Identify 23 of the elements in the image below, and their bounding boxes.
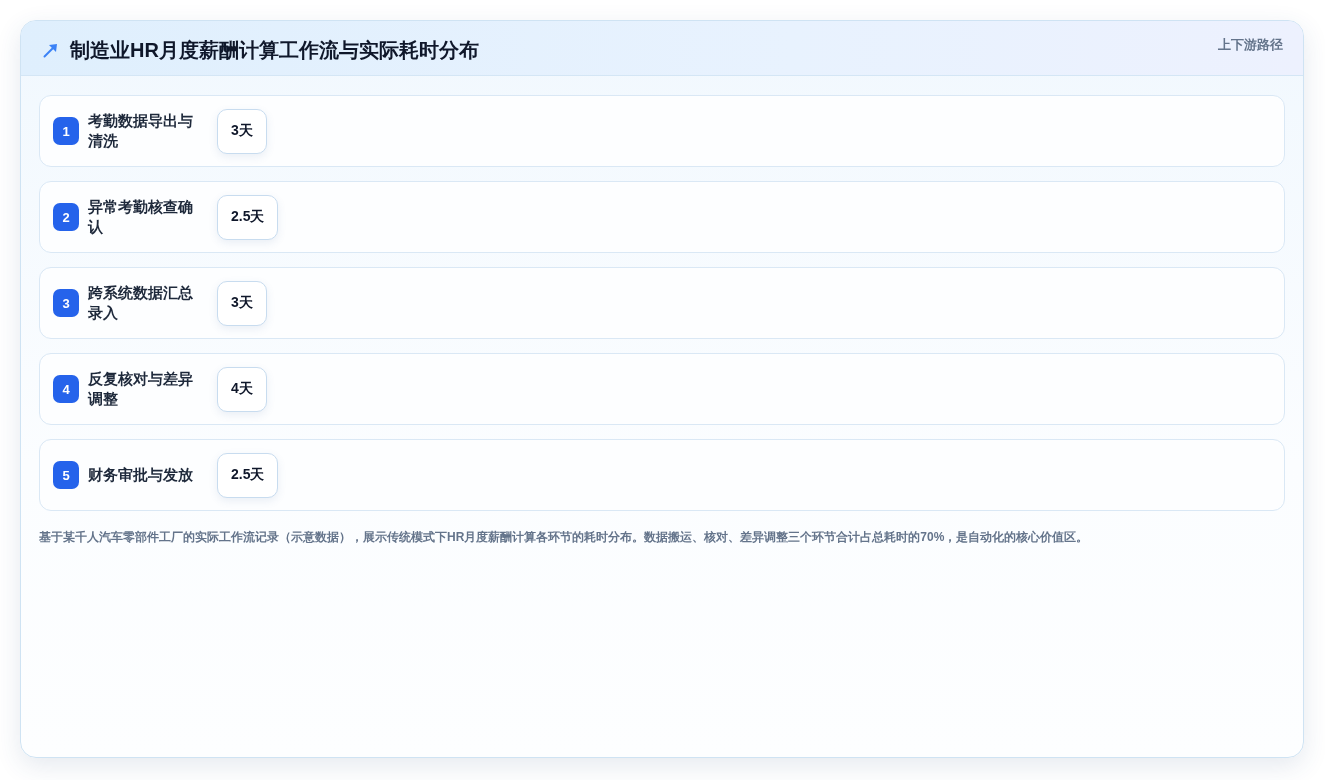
step-number-badge: 5 bbox=[53, 461, 79, 489]
caption-text: 基于某千人汽车零部件工厂的实际工作流记录（示意数据），展示传统模式下HR月度薪酬计算各环节的耗时分布。数据搬运、核对、差异调整三个环节合计占总耗时的70%，是自动化的核心价值区。 bbox=[39, 529, 1090, 546]
step-card bbox=[39, 353, 1285, 425]
step-card bbox=[39, 439, 1285, 511]
step-name: 考勤数据导出与清洗 bbox=[88, 111, 194, 151]
step-name: 跨系统数据汇总录入 bbox=[88, 283, 194, 323]
duration-chip: 4天 bbox=[217, 366, 267, 412]
step-name: 财务审批与发放 bbox=[88, 465, 194, 485]
chart-title: 制造业HR月度薪酬计算工作流与实际耗时分布 bbox=[70, 38, 479, 63]
duration-chip: 2.5天 bbox=[217, 194, 279, 240]
duration-chip: 3天 bbox=[217, 280, 267, 326]
step-name: 异常考勤核查确认 bbox=[88, 197, 194, 237]
step-number-badge: 4 bbox=[53, 375, 79, 403]
step-number-badge: 2 bbox=[53, 203, 79, 231]
duration-chip: 3天 bbox=[217, 108, 267, 154]
step-card bbox=[39, 95, 1285, 167]
duration-chip: 2.5天 bbox=[217, 452, 279, 498]
step-name: 反复核对与差异调整 bbox=[88, 369, 194, 409]
step-number-badge: 3 bbox=[53, 289, 79, 317]
path-label: 上下游路径 bbox=[1218, 36, 1283, 54]
step-card bbox=[39, 181, 1285, 253]
step-number-badge: 1 bbox=[53, 117, 79, 145]
step-card bbox=[39, 267, 1285, 339]
